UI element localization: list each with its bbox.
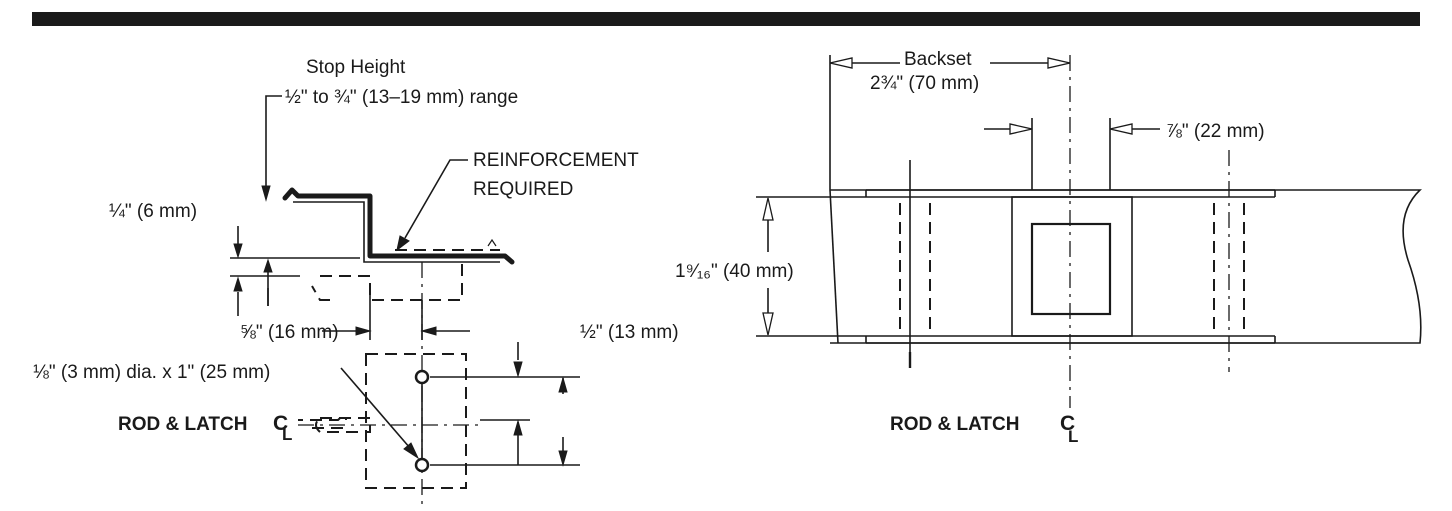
hole-bottom bbox=[414, 457, 430, 473]
half-arrow-down bbox=[513, 361, 523, 378]
dim-seven-eighths-label: ⅞" (22 mm) bbox=[1166, 121, 1265, 142]
reinforcement-arrow bbox=[396, 235, 410, 252]
strike-cutout-dashed bbox=[311, 264, 463, 301]
one-inch-arrow-top bbox=[558, 376, 568, 393]
mortise-inner bbox=[1030, 222, 1112, 316]
door-edge-outline bbox=[830, 189, 1422, 344]
half-arrow-up bbox=[513, 419, 523, 436]
left-centerline-label: ROD & LATCH bbox=[118, 414, 247, 435]
strike-plate-dashed bbox=[365, 353, 467, 489]
dim-quarter-label: ¼" (6 mm) bbox=[109, 201, 197, 222]
reinforcement-line1: REINFORCEMENT bbox=[473, 150, 639, 171]
dim-height-label: 1⁹⁄₁₆" (40 mm) bbox=[675, 261, 794, 282]
backset-title: Backset bbox=[904, 49, 972, 70]
height-arrow-bot bbox=[762, 312, 774, 336]
right-centerline-label: ROD & LATCH bbox=[890, 414, 1019, 435]
right-centerline-symbol: C bbox=[1060, 412, 1075, 435]
dim-five-eighths-arrow bbox=[355, 326, 372, 336]
left-centerline-subscript: L bbox=[282, 425, 292, 444]
latch-outline bbox=[315, 417, 371, 433]
stop-height-range: ½" to ¾" (13–19 mm) range bbox=[285, 87, 518, 108]
dim-half-label: ½" (13 mm) bbox=[580, 322, 679, 343]
hole-leader bbox=[340, 367, 411, 449]
mortise-outer bbox=[1011, 196, 1133, 337]
one-inch-arrow-bot bbox=[558, 450, 568, 467]
reinforcement-tab bbox=[487, 238, 497, 247]
right-centerline-subscript: L bbox=[1068, 427, 1078, 446]
hole-leader-arrow bbox=[403, 442, 420, 460]
hole-top bbox=[414, 369, 430, 385]
dim-half-arrow bbox=[420, 326, 437, 336]
left-centerline-symbol: C bbox=[273, 412, 288, 435]
frame-stop-profile bbox=[282, 187, 515, 265]
seven-eighths-arrow-left bbox=[1009, 123, 1033, 135]
reinforcement-line2: REQUIRED bbox=[473, 179, 573, 200]
dim-five-eighths-label: ⅝" (16 mm) bbox=[240, 322, 339, 343]
left-view: Stop Height ½" to ¾" (13–19 mm) range RE… bbox=[33, 57, 679, 505]
stop-height-leader bbox=[265, 95, 282, 186]
reinforcement-leader bbox=[404, 159, 468, 239]
dim-quarter-arrow-left bbox=[233, 276, 243, 292]
header-rule bbox=[32, 12, 1420, 26]
backset-arrow-right bbox=[1047, 57, 1071, 69]
frame-stop-inner bbox=[293, 201, 500, 263]
dim-hole-label: ⅛" (3 mm) dia. x 1" (25 mm) bbox=[33, 362, 270, 383]
stop-height-title: Stop Height bbox=[306, 57, 406, 78]
backset-arrow-left bbox=[829, 57, 853, 69]
right-view: Backset 2¾" (70 mm) ⅞" (22 mm) bbox=[675, 49, 1422, 446]
door-edge-left bbox=[829, 189, 839, 344]
dim-quarter-arrow-bot bbox=[263, 258, 273, 273]
height-arrow-top bbox=[762, 197, 774, 221]
stop-height-arrow bbox=[261, 185, 271, 202]
backset-value: 2¾" (70 mm) bbox=[870, 73, 979, 94]
seven-eighths-arrow-right bbox=[1109, 123, 1133, 135]
dim-quarter-arrow-top bbox=[233, 243, 243, 259]
